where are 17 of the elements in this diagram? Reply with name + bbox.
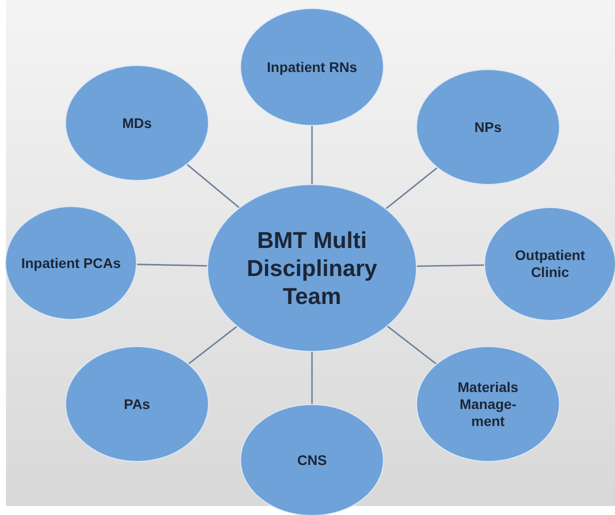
node-label: Outpatient Clinic xyxy=(514,247,586,281)
node-label: PAs xyxy=(124,396,150,412)
node-label: NPs xyxy=(474,118,502,136)
connector-line xyxy=(311,126,313,184)
connector-line xyxy=(188,326,238,364)
connector-line xyxy=(186,164,240,208)
connector-line xyxy=(387,326,436,364)
connector-line xyxy=(416,264,484,267)
connector-line xyxy=(136,264,208,267)
node-label: MDs xyxy=(122,114,152,132)
node-label: Inpatient PCAs xyxy=(21,254,121,272)
connector-line xyxy=(386,167,438,210)
node-label: Inpatient RNs xyxy=(266,58,358,76)
connector-line xyxy=(311,352,313,404)
node-label: BMT Multi Disciplinary Team xyxy=(246,226,378,310)
node-label: Materials Manage- ment xyxy=(456,378,520,430)
node-label: CNS xyxy=(297,452,327,468)
